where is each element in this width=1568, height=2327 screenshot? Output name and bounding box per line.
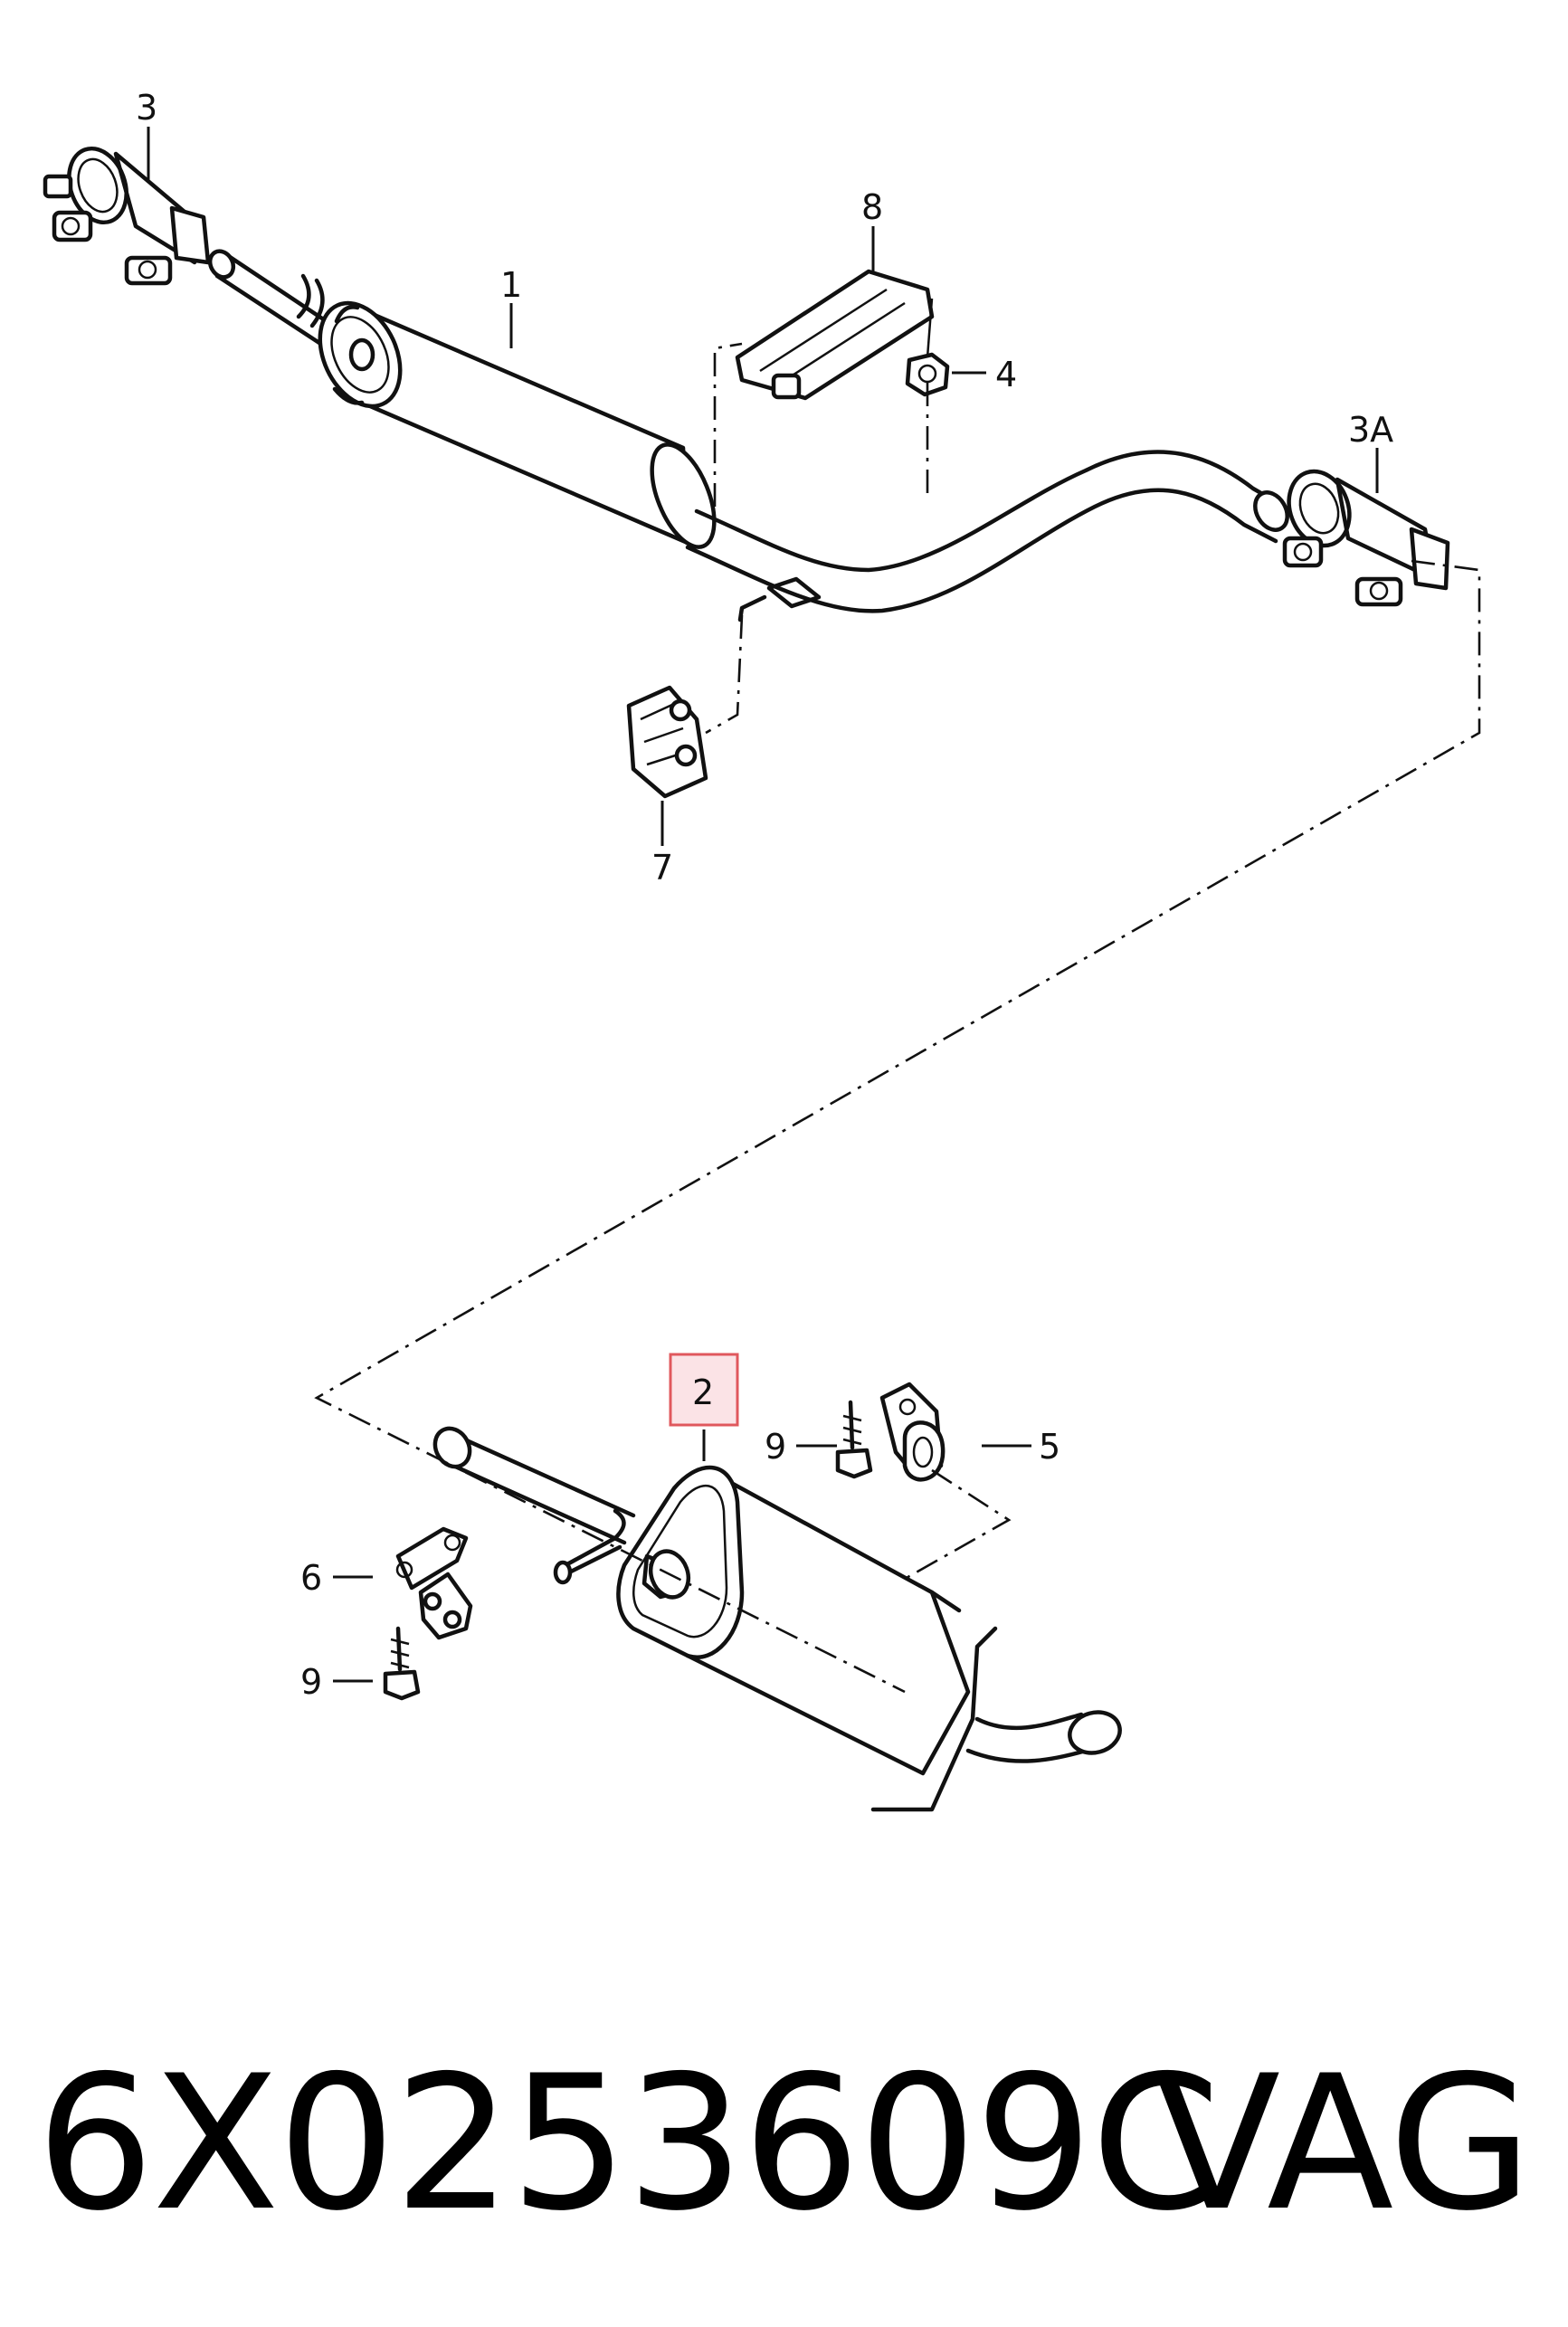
callout-9-upper: 9 — [765, 1427, 786, 1467]
highlight-box-part-2 — [669, 1353, 739, 1427]
callout-7: 7 — [651, 848, 673, 888]
hanger-5 — [879, 1382, 946, 1482]
callout-3: 3 — [136, 88, 157, 128]
brand-name: VAG — [1154, 2037, 1533, 2252]
callout-4: 4 — [995, 355, 1017, 394]
callout-6: 6 — [300, 1558, 322, 1598]
callout-8: 8 — [861, 187, 883, 227]
callout-1: 1 — [500, 265, 522, 305]
callout-leaders — [147, 127, 1379, 1683]
rubber-mount-7 — [626, 685, 708, 799]
bolt-9-lower — [383, 1626, 421, 1701]
part-number-footer: 6X0253609C VAG — [36, 2040, 1556, 2248]
part-number: 6X0253609C — [36, 2037, 1221, 2252]
callout-3a: 3A — [1348, 410, 1393, 450]
rear-silencer-2 — [432, 1426, 1122, 1812]
callout-2: 2 — [692, 1372, 714, 1412]
nut-4 — [905, 298, 950, 397]
hanger-6 — [395, 1526, 473, 1640]
clamp-3 — [43, 146, 211, 286]
connecting-pipe — [685, 450, 1289, 622]
clamp-3a — [1282, 469, 1450, 607]
callout-5: 5 — [1039, 1427, 1060, 1467]
bolt-9-upper — [835, 1400, 873, 1479]
assembly-guide-lines — [314, 342, 1481, 1694]
callout-9-lower: 9 — [300, 1662, 322, 1702]
front-silencer-1 — [207, 249, 717, 549]
bracket-8 — [735, 269, 935, 401]
